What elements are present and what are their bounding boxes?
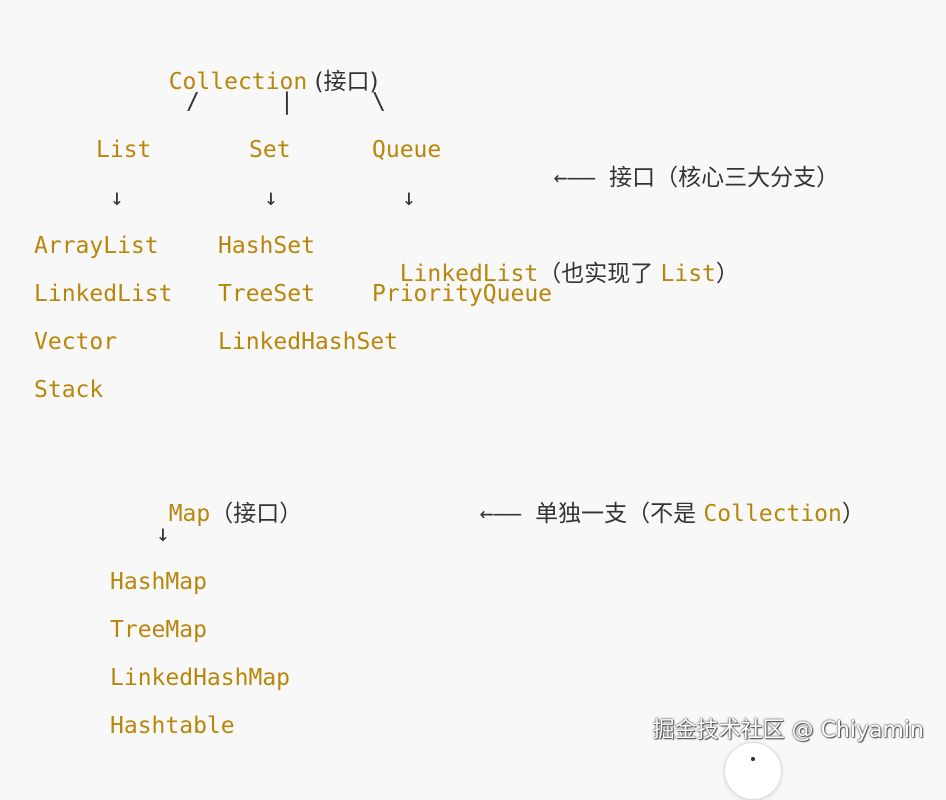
left-arrow-icon: ←—— [553, 165, 610, 191]
list-impl-item: Stack [34, 377, 104, 403]
floating-action-button[interactable] [724, 742, 782, 800]
map-note-text-pre: 单独一支（不是 [535, 501, 704, 527]
map-note-code: Collection [703, 501, 842, 527]
queue-impl-linkedlist: LinkedList（也实现了 List） [372, 232, 739, 288]
set-impl-item: HashSet [218, 233, 315, 259]
down-arrow-icon: ↓ [110, 185, 124, 211]
map-impl-item: Hashtable [110, 713, 235, 739]
queue-impl-linkedlist-label: LinkedList [399, 261, 539, 287]
watermark: 掘金技术社区 @ Chiyamin [652, 718, 924, 743]
linkedlist-note-pre: （也实现了 [538, 261, 661, 287]
map-impl-item: LinkedHashMap [110, 665, 291, 691]
collection-line: Collection (接口) [141, 40, 379, 96]
down-arrow-icon: ↓ [402, 185, 416, 211]
interfaces-note: ←—— 接口（核心三大分支） [526, 136, 839, 192]
map-impl-item: TreeMap [110, 617, 207, 643]
dot-icon [751, 757, 755, 761]
collection-suffix: (接口) [307, 69, 379, 95]
branch-mid-bar: | [280, 89, 294, 115]
linkedlist-note-post: ） [715, 261, 739, 287]
map-line: Map（接口） [141, 472, 303, 528]
map-interface: Map [168, 501, 211, 527]
queue-interface: Queue [372, 137, 442, 163]
list-impl-item: ArrayList [34, 233, 159, 259]
linkedlist-note-code: List [660, 261, 716, 287]
map-note: ←—— 单独一支（不是 Collection） [452, 472, 865, 528]
map-suffix: （接口） [210, 501, 303, 527]
down-arrow-icon: ↓ [264, 185, 278, 211]
branch-left-slash: / [186, 89, 200, 115]
set-impl-item: LinkedHashSet [218, 329, 399, 355]
map-impl-item: HashMap [110, 569, 207, 595]
queue-impl-priorityqueue: PriorityQueue [372, 281, 553, 307]
set-interface: Set [249, 137, 291, 163]
list-impl-item: LinkedList [34, 281, 173, 307]
set-impl-item: TreeSet [218, 281, 315, 307]
list-interface: List [96, 137, 152, 163]
left-arrow-icon: ←—— [479, 501, 536, 527]
branch-right-backslash: \ [372, 89, 386, 115]
interfaces-note-text: 接口（核心三大分支） [609, 165, 840, 191]
collection-label: Collection [168, 69, 308, 95]
list-impl-item: Vector [34, 329, 118, 355]
map-note-text-post: ） [841, 501, 865, 527]
down-arrow-icon: ↓ [156, 521, 170, 547]
